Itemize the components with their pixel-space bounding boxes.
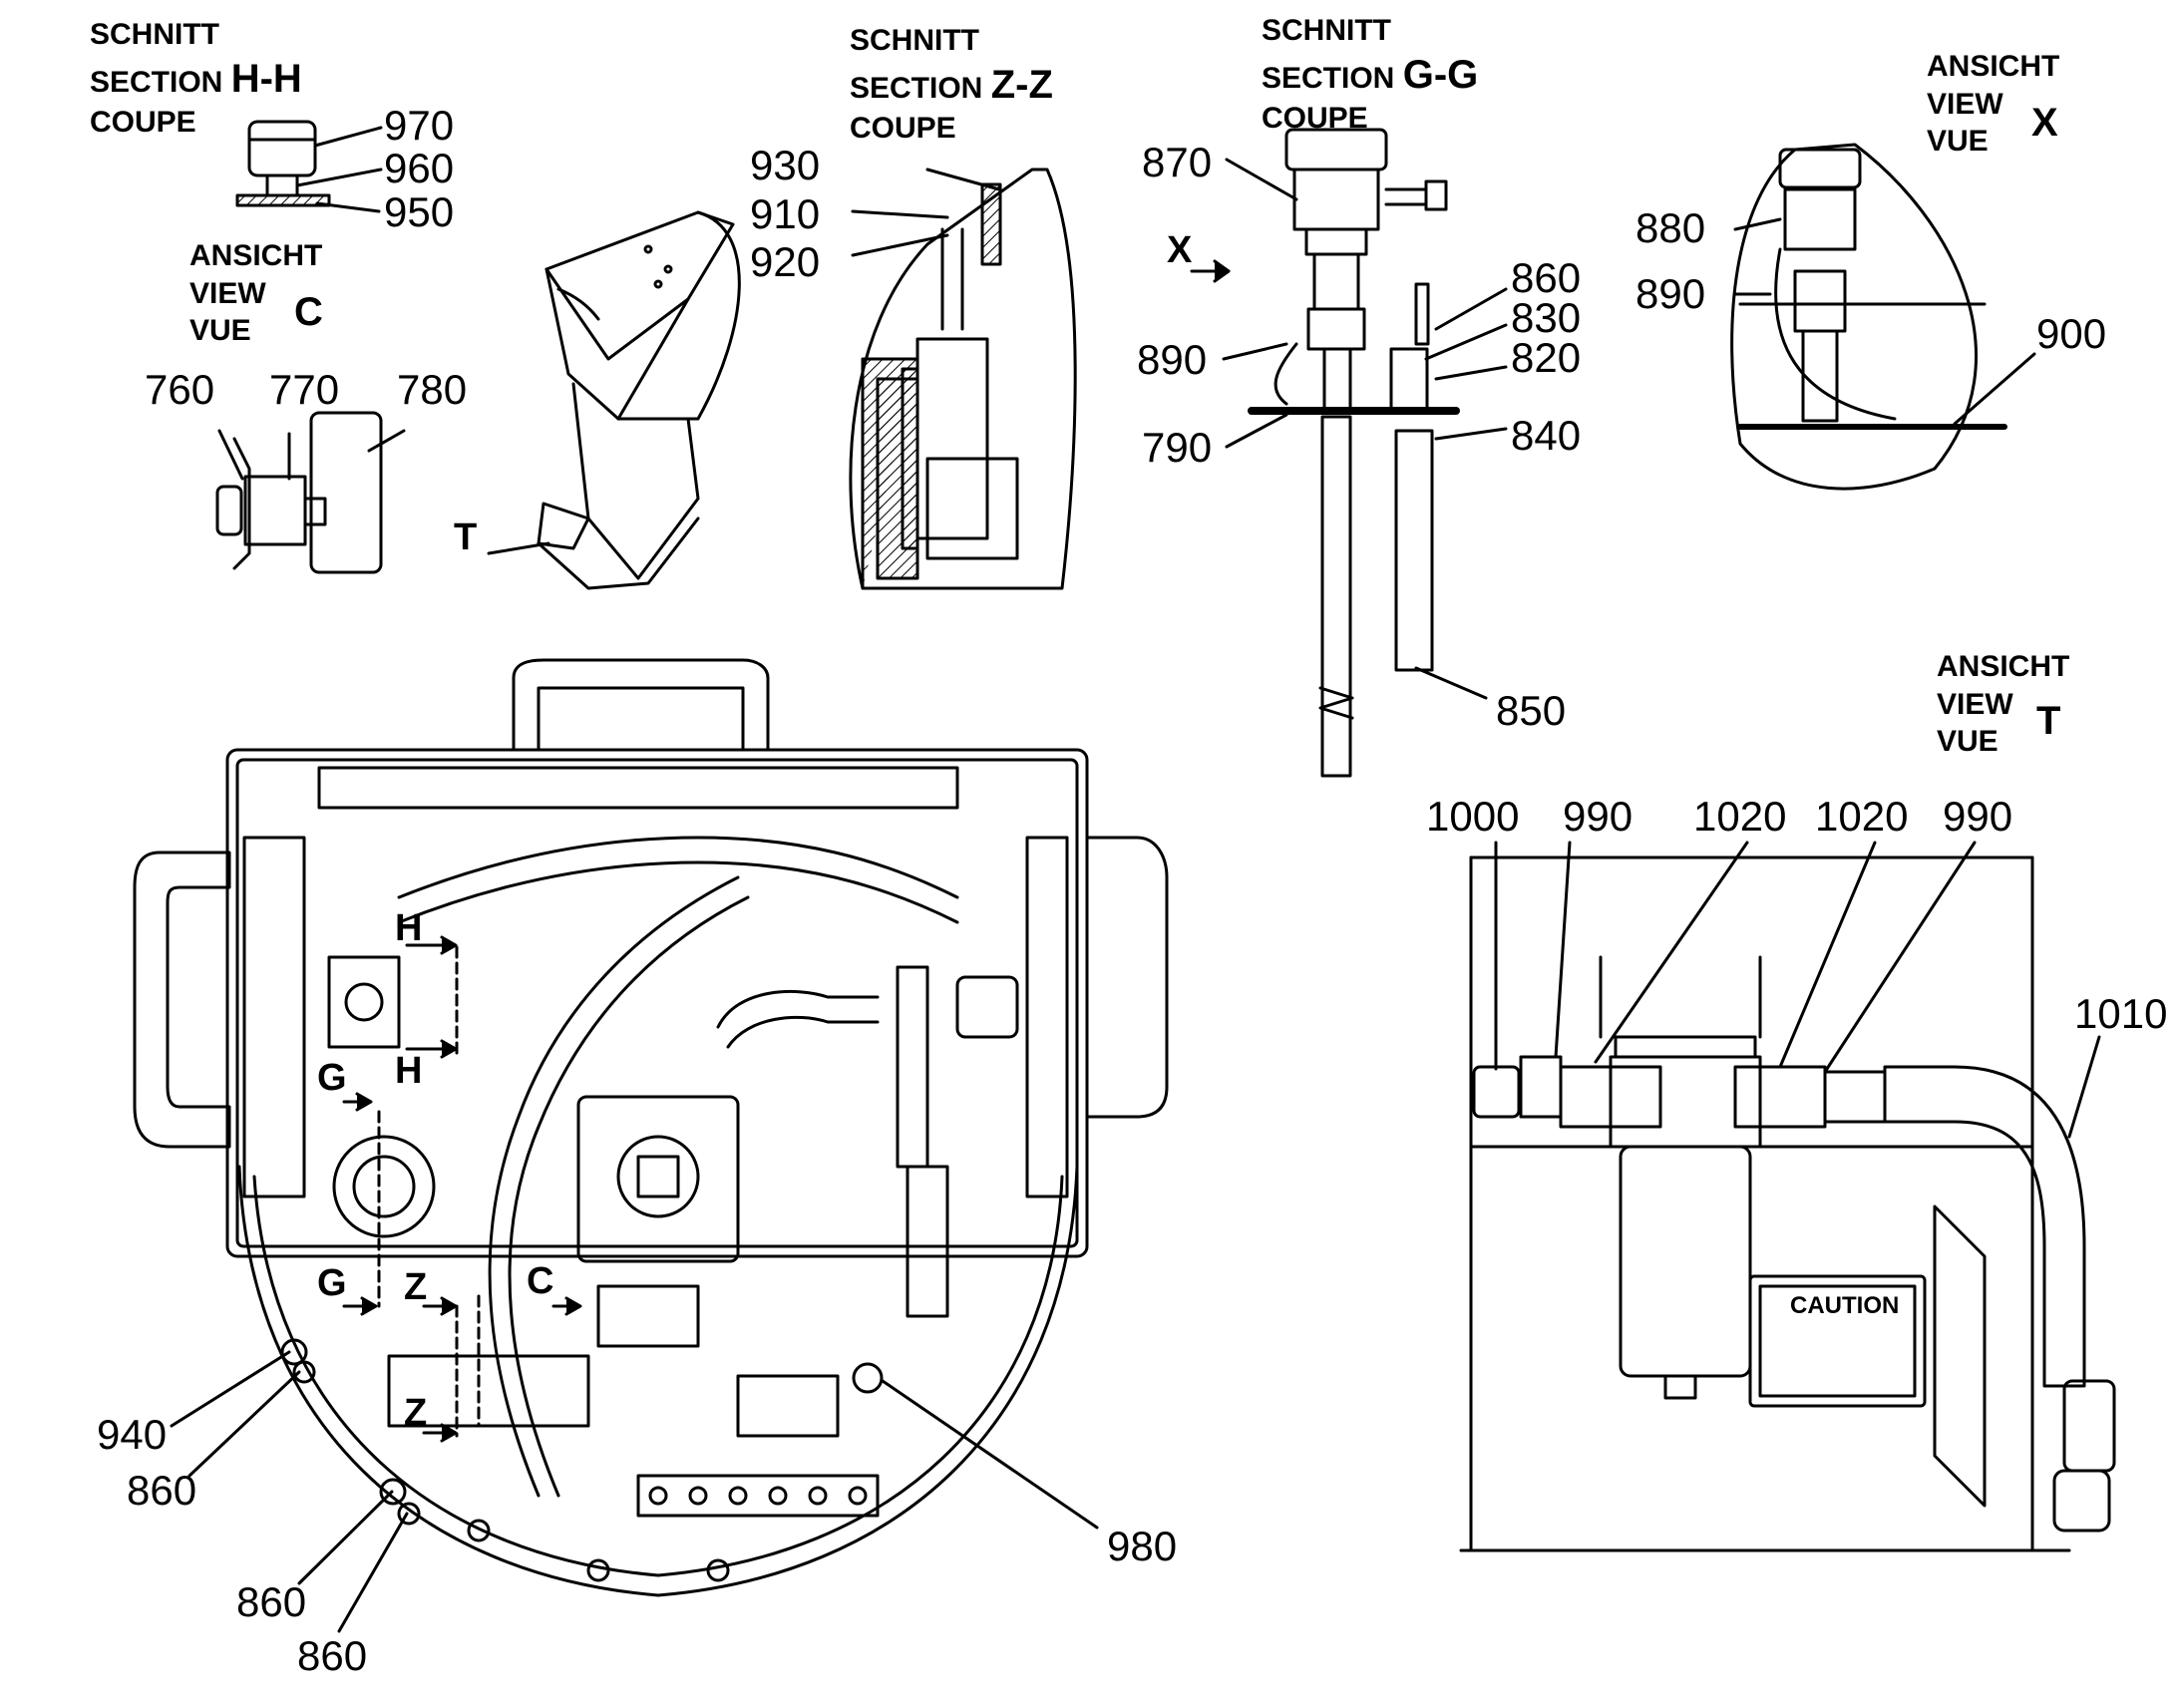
section-hh-line2-wrap: SECTION H-H [90, 54, 302, 104]
section-zz-drawing [849, 168, 1077, 590]
view-x-heading: ANSICHT VIEW VUE X [1927, 48, 2059, 161]
callout-850: 850 [1496, 687, 1567, 734]
callout-990-right: 990 [1943, 793, 2013, 840]
section-hh-line3: COUPE [90, 105, 196, 139]
view-c-line3: VUE [189, 314, 251, 347]
callout-860-a: 860 [127, 1467, 197, 1514]
view-x-drawing [1730, 143, 2036, 491]
view-x-marker: X [1167, 229, 1193, 271]
callout-760: 760 [145, 366, 215, 413]
view-t-id: T [2036, 699, 2061, 743]
view-x-id: X [2031, 101, 2058, 145]
view-t-line2: VIEW [1937, 687, 2013, 721]
section-gg-line3: COUPE [1262, 101, 1368, 135]
view-c-line1: ANSICHT [189, 239, 323, 272]
section-zz-line2: SECTION [850, 71, 983, 105]
view-t-line3: VUE [1937, 725, 1998, 758]
callout-880: 880 [1635, 204, 1706, 251]
callout-860-c: 860 [297, 1632, 368, 1679]
callout-840: 840 [1511, 412, 1582, 459]
cabinet-perspective [487, 210, 741, 590]
callout-900: 900 [2036, 310, 2107, 357]
section-g-marker-bottom: G [317, 1262, 347, 1304]
view-c-line2-wrap: VIEW [189, 275, 322, 313]
view-x-line1: ANSICHT [1927, 50, 2060, 83]
section-zz-line1: SCHNITT [850, 24, 979, 57]
view-c-heading: ANSICHT VIEW VUE C [189, 237, 323, 350]
section-hh-heading: SCHNITT SECTION H-H COUPE [90, 16, 302, 141]
section-gg-heading: SCHNITT SECTION G-G COUPE [1262, 12, 1478, 137]
view-t-heading: ANSICHT VIEW VUE T [1937, 648, 2069, 761]
section-zz-id: Z-Z [990, 62, 1053, 107]
callout-790: 790 [1142, 424, 1213, 471]
section-h-marker-bottom: H [395, 1050, 423, 1092]
section-gg-line2: SECTION [1262, 61, 1395, 95]
section-z-marker-top: Z [404, 1266, 428, 1308]
callout-950: 950 [384, 188, 455, 235]
main-front-view [133, 658, 1169, 1633]
callout-990-left: 990 [1563, 793, 1634, 840]
callout-1010: 1010 [2074, 990, 2168, 1037]
section-zz-heading: SCHNITT SECTION Z-Z COUPE [850, 22, 1053, 147]
view-x-line3: VUE [1927, 125, 1989, 158]
callout-930: 930 [750, 142, 821, 188]
view-c-id: C [294, 290, 323, 334]
section-hh-line2: SECTION [90, 65, 223, 99]
callout-890-gg: 890 [1137, 336, 1208, 383]
section-z-marker-bottom: Z [404, 1392, 428, 1434]
caution-plate-title: CAUTION [1790, 1292, 1900, 1319]
view-x-line2: VIEW [1927, 87, 2003, 121]
callout-970: 970 [384, 102, 455, 149]
section-h-marker-top: H [395, 907, 423, 949]
callout-1020-right: 1020 [1815, 793, 1909, 840]
callout-870: 870 [1142, 139, 1213, 185]
view-t-line1: ANSICHT [1937, 650, 2070, 683]
callout-830: 830 [1511, 294, 1582, 341]
section-gg-line2-wrap: SECTION G-G [1262, 50, 1478, 100]
section-gg-drawing [1190, 128, 1508, 778]
view-t-marker: T [454, 516, 478, 558]
callout-960: 960 [384, 145, 455, 191]
section-zz-line2-wrap: SECTION Z-Z [850, 60, 1053, 110]
callout-890-x: 890 [1635, 270, 1706, 317]
callout-940: 940 [97, 1411, 168, 1458]
section-g-marker-top: G [317, 1057, 347, 1099]
callout-820: 820 [1511, 334, 1582, 381]
view-c-drawing [215, 411, 406, 574]
callout-770: 770 [269, 366, 340, 413]
callout-980: 980 [1107, 1523, 1178, 1569]
section-hh-drawing [235, 120, 383, 213]
section-gg-line1: SCHNITT [1262, 14, 1391, 47]
section-hh-line1: SCHNITT [90, 18, 219, 51]
callout-920: 920 [750, 238, 821, 285]
view-t-drawing [1459, 841, 2116, 1552]
section-zz-line3: COUPE [850, 111, 956, 145]
callout-860-top: 860 [1511, 254, 1582, 301]
callout-860-b: 860 [236, 1578, 307, 1625]
callout-910: 910 [750, 190, 821, 237]
view-c-line3-wrap: VUE [189, 312, 322, 350]
view-c-line2: VIEW [189, 276, 266, 310]
section-hh-id: H-H [230, 56, 302, 101]
callout-1000: 1000 [1426, 793, 1520, 840]
section-gg-id: G-G [1402, 52, 1479, 97]
callout-1020-left: 1020 [1693, 793, 1787, 840]
callout-780: 780 [397, 366, 468, 413]
view-c-marker: C [527, 1260, 554, 1302]
